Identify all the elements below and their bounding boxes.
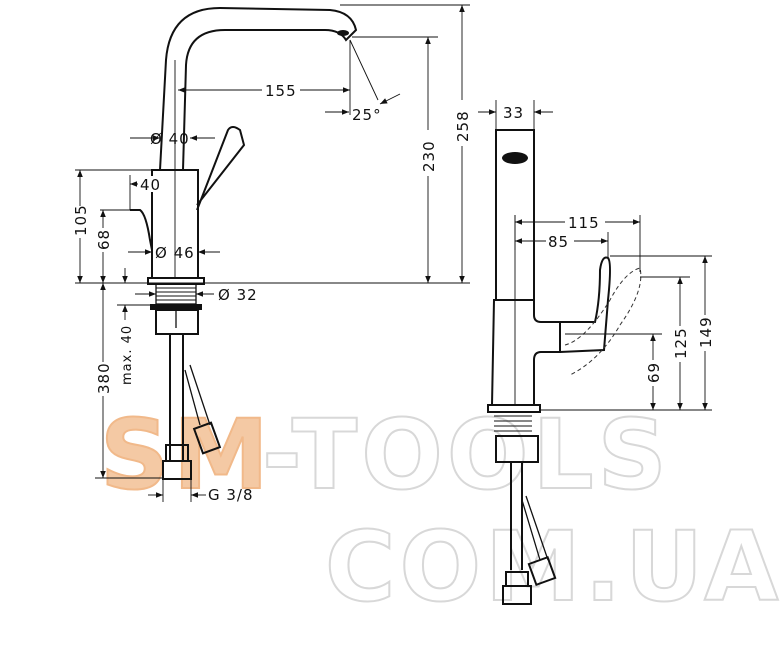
front-view: 155 25° 230 258 Ø 40 40 105 68 Ø 46 [71, 4, 472, 504]
dim-max-counter: max. 40 [120, 325, 135, 385]
aerator [337, 30, 349, 36]
dim-lever-open-height: 125 [672, 327, 690, 359]
supply-pipe [169, 334, 184, 460]
dim-lever-height: 68 [95, 229, 113, 250]
dim-spout-diameter: Ø 40 [150, 130, 190, 148]
aerator-side [502, 152, 528, 164]
lever-open-outline [564, 267, 642, 376]
dim-spout-angle: 25° [352, 106, 382, 124]
dim-body-diameter: Ø 46 [155, 244, 195, 262]
watermark-domain: COM.UA [325, 511, 780, 623]
lever-side [559, 256, 611, 353]
side-handle [130, 209, 153, 251]
dim-lever-pivot-height: 69 [645, 362, 663, 383]
supply-pipe-side [510, 462, 523, 570]
dim-total-height: 258 [454, 110, 472, 142]
lever [196, 126, 246, 211]
watermark-text: -TOOLS [262, 399, 671, 511]
dim-shank-diameter: Ø 32 [218, 286, 258, 304]
dim-lever-top-height: 149 [697, 316, 715, 348]
dim-outlet-height: 230 [420, 140, 438, 172]
dim-lever-offset: 40 [140, 176, 161, 194]
dim-spout-width: 33 [503, 104, 524, 122]
watermark: SM -TOOLS COM.UA [99, 398, 780, 624]
side-view: 33 115 85 149 125 69 [478, 100, 715, 605]
spout [159, 6, 358, 171]
dim-connection-thread: G 3/8 [208, 486, 254, 504]
dim-spout-reach: 155 [265, 82, 297, 100]
dim-hose-length: 380 [95, 362, 113, 394]
body-side [490, 299, 561, 406]
dim-body-height: 105 [72, 204, 90, 236]
dim-lever-reach-open: 115 [568, 214, 600, 232]
dim-lever-reach: 85 [548, 233, 569, 251]
watermark-accent: SM [100, 399, 273, 511]
